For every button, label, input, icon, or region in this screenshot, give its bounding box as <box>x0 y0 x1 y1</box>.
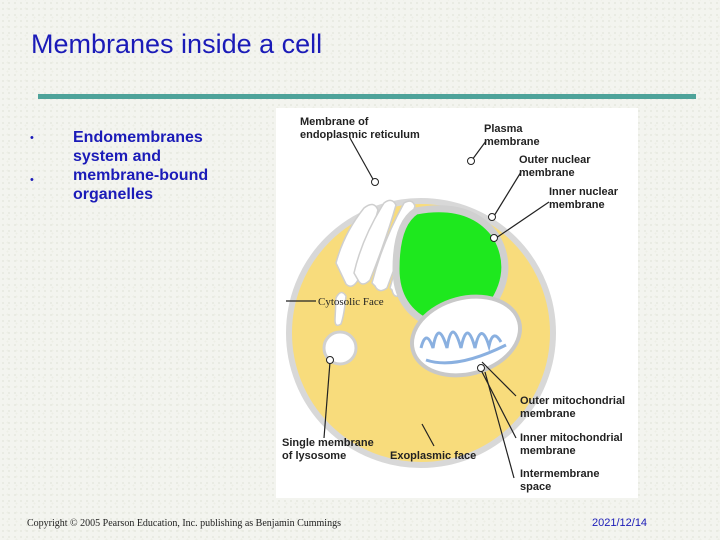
bullet-item: • <box>30 170 250 212</box>
bullet-dot-icon: • <box>30 132 34 144</box>
bullet-dot-icon: • <box>30 174 34 186</box>
label-plasma-1: Plasma <box>484 123 523 135</box>
label-intermembrane-1: Intermembrane <box>520 468 599 480</box>
title-divider <box>38 94 696 99</box>
bullet-list: • Endomembranes system and membrane-boun… <box>30 128 250 212</box>
lysosome <box>322 330 358 366</box>
slide-title: Membranes inside a cell <box>31 29 323 59</box>
label-exoplasmic-face: Exoplasmic face <box>390 450 476 462</box>
label-lysosome-2: of lysosome <box>282 450 346 462</box>
label-inner-mito-2: membrane <box>520 445 576 457</box>
bullet-item: • Endomembranes system and membrane-boun… <box>30 128 250 203</box>
label-lysosome-1: Single membrane <box>282 437 374 449</box>
endoplasmic-reticulum <box>334 199 421 327</box>
label-cytosolic-face: Cytosolic Face <box>318 296 384 308</box>
footer-date: 2021/12/14 <box>592 517 648 529</box>
cell-membrane-diagram: Membrane of endoplasmic reticulum Plasma… <box>276 108 638 498</box>
bullet-text: Endomembranes system and membrane-bound … <box>73 129 209 203</box>
label-inner-nuclear-1: Inner nuclear <box>549 186 619 198</box>
label-intermembrane-2: space <box>520 481 551 493</box>
label-outer-nuclear-2: membrane <box>519 167 575 179</box>
label-outer-mito-1: Outer mitochondrial <box>520 395 625 407</box>
label-outer-mito-2: membrane <box>520 408 576 420</box>
label-outer-nuclear-1: Outer nuclear <box>519 154 591 166</box>
membrane-marker-icons <box>326 157 498 372</box>
label-inner-nuclear-2: membrane <box>549 199 605 211</box>
label-inner-mito-1: Inner mitochondrial <box>520 432 623 444</box>
label-er-membrane-2: endoplasmic reticulum <box>300 129 420 141</box>
footer-copyright: Copyright © 2005 Pearson Education, Inc.… <box>27 518 341 529</box>
label-plasma-2: membrane <box>484 136 540 148</box>
mitochondrion <box>409 294 523 378</box>
leader-lines <box>286 137 550 479</box>
label-er-membrane-1: Membrane of <box>300 116 369 128</box>
cell-diagram-svg: Membrane of endoplasmic reticulum Plasma… <box>282 116 625 493</box>
